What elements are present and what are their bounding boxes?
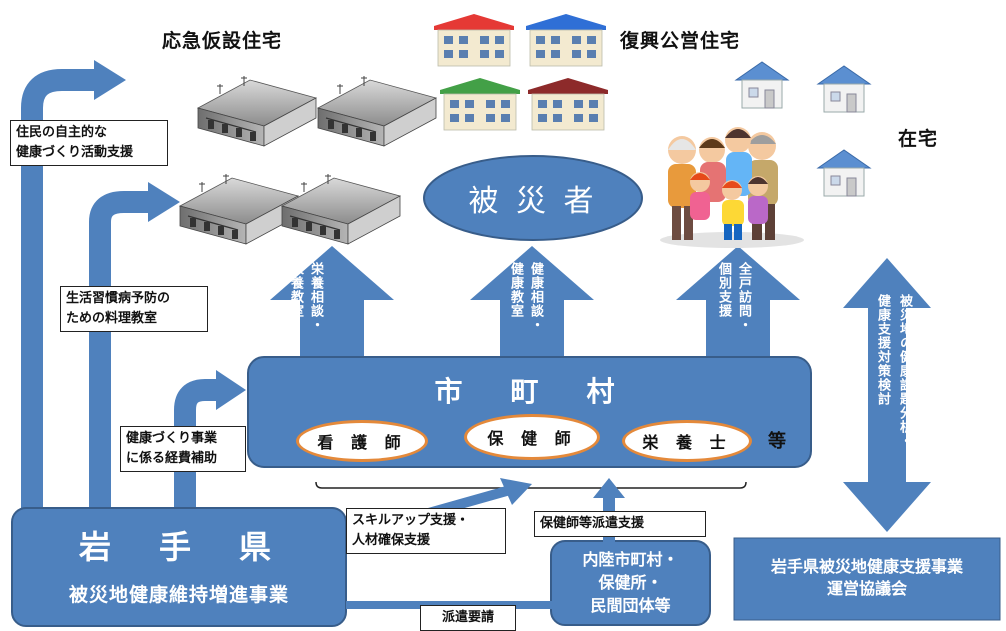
note-self-activity: 住民の自主的な 健康づくり活動支援 [10, 120, 168, 166]
prefab-house-icon [179, 75, 437, 245]
iwate-program: 被災地健康維持増進事業 [68, 584, 289, 606]
note-dispatch-request: 派遣要請 [420, 605, 516, 631]
note-subsidy: 健康づくり事業 に係る経費補助 [120, 426, 246, 472]
arrow-visit-line2: 個別支援 [716, 262, 731, 318]
council-arrow-line2: 健康支援対策検討 [875, 294, 890, 406]
arrow-nutrition-line2: 栄養教室 [288, 262, 303, 318]
council-arrow-line1: 被災地の健康課題分析・ [897, 294, 912, 448]
staff-etc: 等 [768, 431, 786, 452]
victims-label: 被 災 者 [468, 184, 598, 219]
heading-temporary-housing: 応急仮設住宅 [162, 30, 283, 52]
iwate-title: 岩 手 県 [78, 528, 279, 566]
note-skill-support: スキルアップ支援・ 人材確保支援 [346, 508, 506, 554]
note-dispatch-support: 保健師等派遣支援 [534, 511, 706, 537]
staff-public-health-nurse: 保 健 師 [464, 414, 600, 460]
arrow-health-line2: 健康教室 [508, 262, 523, 318]
heading-own-home: 在宅 [898, 128, 939, 150]
apartment-icon [434, 14, 608, 131]
arrow-nutrition-line1: 栄養相談・ [308, 262, 323, 332]
municipality-title: 市 町 村 [434, 375, 625, 408]
staff-nurse: 看 護 師 [296, 420, 428, 462]
note-cooking-class: 生活習慣病予防の ための料理教室 [60, 286, 208, 332]
council-name: 岩手県被災地健康支援事業 運営協議会 [770, 557, 963, 598]
arrow-health-line1: 健康相談・ [528, 262, 543, 332]
inland-partners: 内陸市町村・ 保健所・ 民間団体等 [582, 550, 679, 615]
staff-dietitian: 栄 養 士 [622, 420, 752, 462]
heading-public-housing: 復興公営住宅 [620, 30, 741, 52]
family-icon [660, 127, 804, 248]
arrow-visit-line1: 全戸訪問・ [736, 262, 751, 332]
